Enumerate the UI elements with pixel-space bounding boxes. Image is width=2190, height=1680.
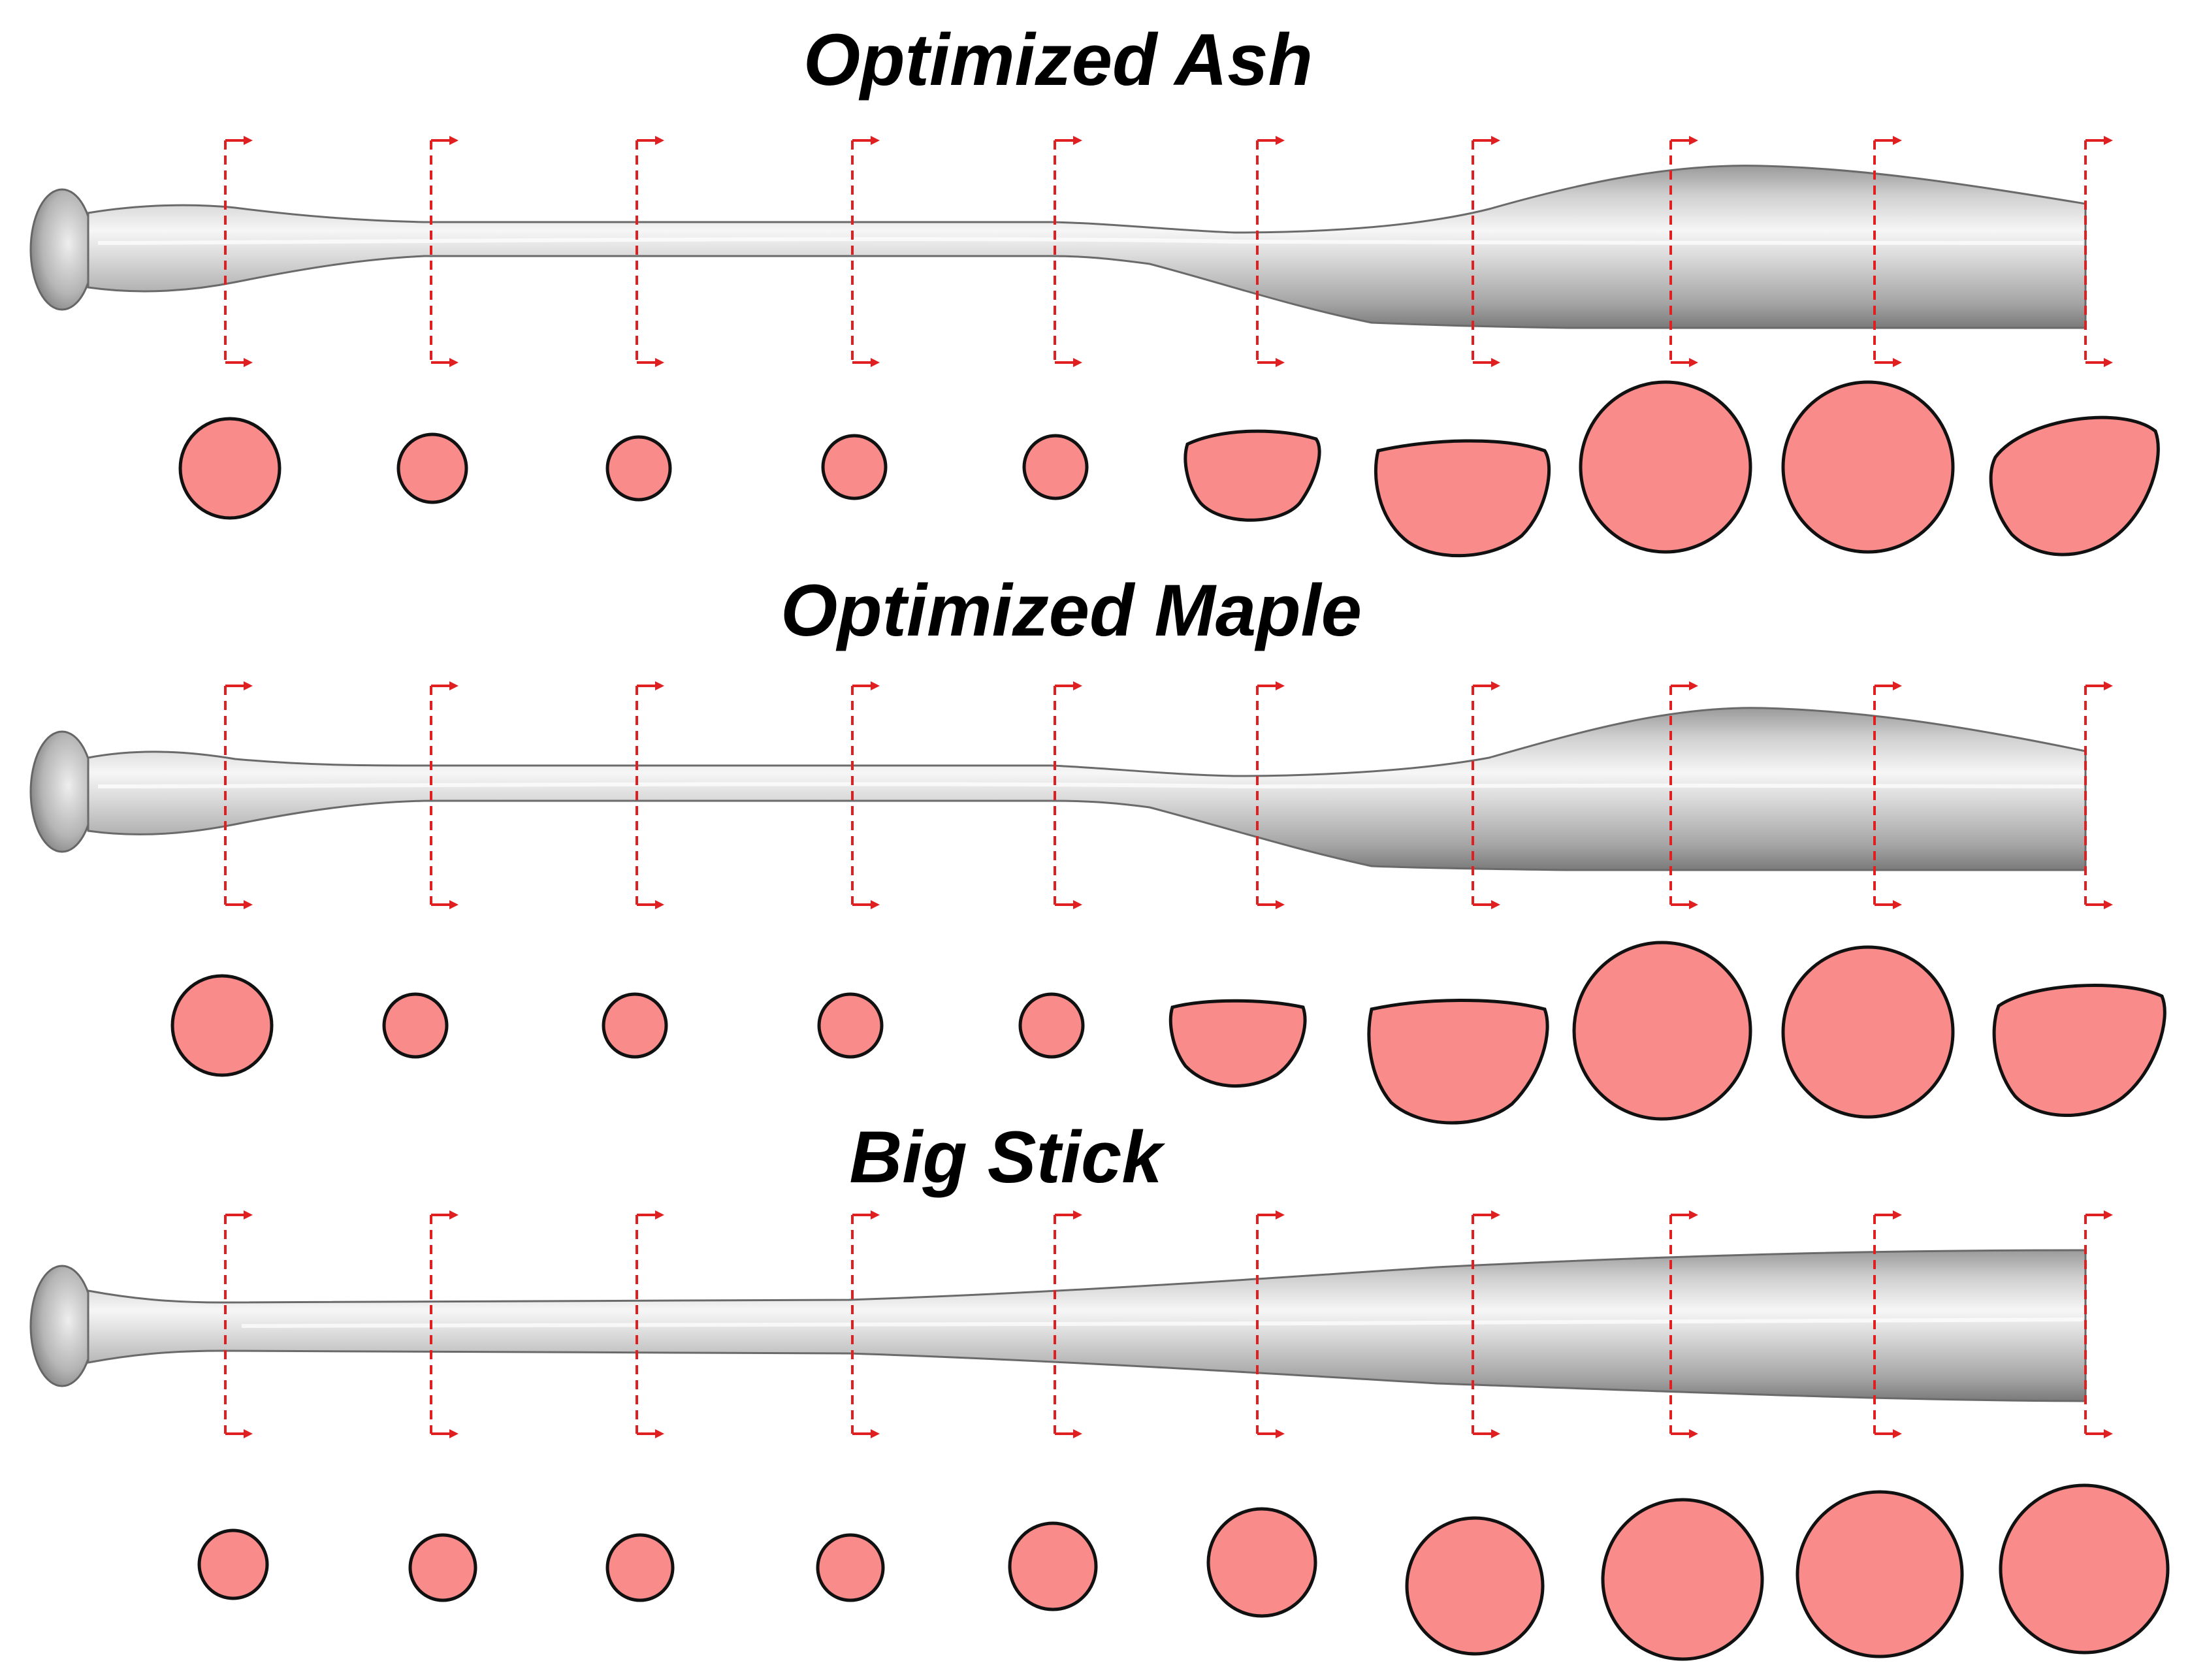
cross-section	[1781, 380, 1955, 554]
bat-knob	[29, 1265, 95, 1387]
cross-section	[602, 992, 668, 1059]
section-cut-marker	[1054, 681, 1082, 909]
panel-title-optimized-ash: Optimized Ash	[803, 19, 1313, 101]
section-cut-marker	[1873, 136, 1902, 367]
cross-sections	[178, 380, 2160, 558]
section-cut-marker	[2084, 136, 2113, 367]
cross-section	[1999, 1483, 2170, 1655]
cross-section	[1367, 999, 1549, 1125]
bat-highlight	[241, 1317, 2084, 1328]
section-cut-marker	[1472, 1210, 1500, 1438]
section-cut-marker	[2084, 1210, 2113, 1438]
section-cut-marker	[224, 681, 253, 909]
cross-sections	[170, 941, 2166, 1125]
cross-section	[816, 1533, 885, 1602]
cross-section	[1168, 999, 1307, 1088]
cross-section	[1781, 945, 1955, 1119]
section-cut-marker	[1256, 136, 1285, 367]
section-cut-marker	[2084, 681, 2113, 909]
cross-section	[1008, 1521, 1098, 1611]
section-cut-lines	[224, 136, 2113, 367]
bat-big-stick	[29, 1249, 2087, 1402]
section-cut-marker	[1054, 1210, 1082, 1438]
cross-section	[1572, 941, 1752, 1121]
cross-section	[605, 1533, 675, 1602]
section-cut-lines	[224, 681, 2113, 909]
cross-section	[382, 992, 449, 1059]
cross-section	[1579, 380, 1752, 554]
section-cut-marker	[224, 1210, 253, 1438]
bat-knob	[29, 188, 95, 311]
section-cut-marker	[430, 136, 459, 367]
section-cut-marker	[1256, 681, 1285, 909]
panel-big-stick: Big Stick	[29, 1116, 2170, 1661]
cross-section	[1374, 439, 1551, 558]
cross-section	[1022, 434, 1089, 500]
section-cut-marker	[636, 1210, 664, 1438]
cross-section	[1795, 1490, 1964, 1658]
cross-section	[408, 1533, 477, 1602]
cross-section	[1018, 992, 1085, 1059]
cross-section	[197, 1528, 269, 1600]
cross-section	[1206, 1507, 1317, 1618]
bat-body	[87, 165, 2087, 329]
cross-section	[1405, 1516, 1545, 1656]
bat-optimized-maple	[29, 707, 2087, 871]
cross-section	[396, 432, 468, 504]
bat-body	[87, 707, 2087, 871]
panel-optimized-ash: Optimized Ash	[29, 19, 2160, 558]
section-cut-marker	[1669, 1210, 1698, 1438]
section-cut-marker	[851, 681, 880, 909]
cross-section	[178, 417, 282, 520]
cross-sections	[197, 1483, 2170, 1661]
cross-section	[821, 434, 888, 500]
section-cut-marker	[1256, 1210, 1285, 1438]
section-cut-marker	[636, 681, 664, 909]
cross-section	[1989, 415, 2160, 557]
panel-title-big-stick: Big Stick	[849, 1116, 1165, 1198]
section-cut-marker	[1054, 136, 1082, 367]
section-cut-marker	[430, 681, 459, 909]
section-cut-marker	[1472, 681, 1500, 909]
section-cut-marker	[1669, 136, 1698, 367]
cross-section	[605, 435, 672, 502]
bat-highlight	[97, 237, 2084, 245]
section-cut-marker	[636, 136, 664, 367]
cross-section	[1992, 984, 2166, 1117]
panel-title-optimized-maple: Optimized Maple	[781, 570, 1362, 651]
panel-optimized-maple: Optimized Maple	[29, 570, 2166, 1125]
section-cut-marker	[224, 136, 253, 367]
cross-section	[1601, 1498, 1764, 1661]
section-cut-marker	[1472, 136, 1500, 367]
section-cut-marker	[1873, 1210, 1902, 1438]
cross-section	[170, 974, 274, 1077]
bat-knob	[29, 730, 95, 853]
section-cut-marker	[851, 136, 880, 367]
section-cut-marker	[430, 1210, 459, 1438]
section-cut-marker	[1669, 681, 1698, 909]
section-cut-lines	[224, 1210, 2113, 1438]
cross-section	[817, 992, 884, 1059]
bat-optimized-ash	[29, 165, 2087, 329]
section-cut-marker	[851, 1210, 880, 1438]
bat-highlight	[97, 782, 2084, 789]
cross-section	[1184, 429, 1321, 522]
section-cut-marker	[1873, 681, 1902, 909]
